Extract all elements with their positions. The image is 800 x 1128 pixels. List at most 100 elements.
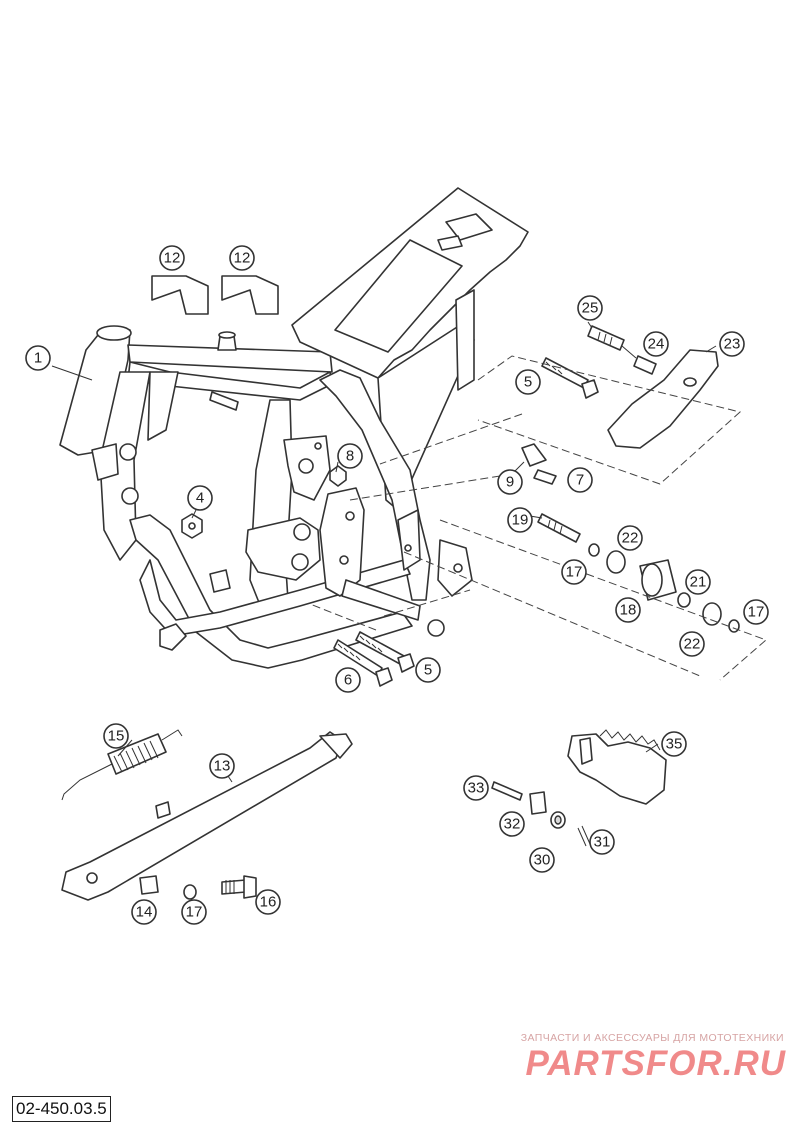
svg-text:8: 8 <box>346 448 354 465</box>
side-stand-tab <box>155 801 171 819</box>
callout-4: 4 <box>187 485 213 511</box>
bolt-25-thread <box>597 331 613 346</box>
side-stand-foot <box>319 733 353 759</box>
callout-17-stand: 17 <box>181 899 207 925</box>
rear-mount-bracket-hole <box>404 544 412 552</box>
callout-6: 6 <box>335 667 361 693</box>
svg-text:22: 22 <box>622 530 639 547</box>
chain-guide-pads <box>151 275 279 315</box>
bolt-5-upper <box>541 357 589 389</box>
svg-text:17: 17 <box>748 604 765 621</box>
bracket-23 <box>607 349 719 449</box>
footrest-35-teeth <box>599 729 661 751</box>
callout-17-right: 17 <box>743 599 769 625</box>
rear-subframe-tab-1 <box>445 213 493 241</box>
lower-mount-hole <box>293 523 311 541</box>
clip-31 <box>577 825 591 847</box>
svg-text:25: 25 <box>582 300 599 317</box>
bushing-14 <box>139 875 159 895</box>
frame-assembly <box>59 187 529 669</box>
callout-22-lower: 22 <box>679 631 705 657</box>
rear-subframe-inner <box>334 239 463 353</box>
clip-9 <box>521 443 547 467</box>
callout-30: 30 <box>529 847 555 873</box>
lower-mount-hole-2 <box>291 553 309 571</box>
swingarm-pivot-hole-2 <box>339 555 349 565</box>
engine-mount-hole-2 <box>314 442 322 450</box>
frame-fasteners <box>181 325 740 687</box>
swingarm-pivot-tube <box>341 579 421 621</box>
svg-text:32: 32 <box>504 816 521 833</box>
svg-text:19: 19 <box>512 512 529 529</box>
bolt-25 <box>587 325 625 351</box>
callout-5-upper: 5 <box>515 369 541 395</box>
footrest-35-bracket <box>579 737 593 765</box>
svg-text:12: 12 <box>234 250 251 267</box>
callout-8: 8 <box>337 443 363 469</box>
side-stand-pivot-hole <box>86 872 98 884</box>
svg-text:1: 1 <box>34 350 42 367</box>
callout-15: 15 <box>103 723 129 749</box>
svg-text:30: 30 <box>534 852 551 869</box>
callout-18: 18 <box>615 597 641 623</box>
svg-text:6: 6 <box>344 672 352 689</box>
spring-32 <box>529 791 547 815</box>
callout-16: 16 <box>255 889 281 915</box>
callout-33: 33 <box>463 775 489 801</box>
svg-text:14: 14 <box>136 904 153 921</box>
front-mount-boss-2 <box>121 487 139 505</box>
svg-text:15: 15 <box>108 728 125 745</box>
washer-17-lower <box>728 619 740 633</box>
steering-head-tube-top <box>96 325 132 341</box>
callout-14: 14 <box>131 899 157 925</box>
callout-12-left: 12 <box>159 245 185 271</box>
callout-24: 24 <box>643 331 669 357</box>
callout-13: 13 <box>209 753 235 779</box>
bushing-18-bore <box>641 563 663 597</box>
washer-30-inner <box>554 815 562 825</box>
rear-frame-strut <box>455 289 475 391</box>
callouts: 1 4 5 5 6 7 8 9 12 12 13 14 15 16 17 17 … <box>25 245 769 925</box>
swingarm-pivot-end <box>427 619 445 637</box>
frame-side-stub <box>209 391 239 411</box>
bolt-16-head <box>243 875 257 899</box>
drawing-number: 02-450.03.5 <box>12 1096 111 1122</box>
pin-33 <box>491 781 523 801</box>
spacer-21 <box>677 592 691 608</box>
svg-text:18: 18 <box>620 602 637 619</box>
bolt-5-lower-head <box>397 653 415 673</box>
svg-text:7: 7 <box>576 472 584 489</box>
frame-top-tube <box>127 344 333 373</box>
spring-15-hook-left <box>61 763 113 801</box>
svg-text:33: 33 <box>468 780 485 797</box>
front-mount-gusset <box>91 443 119 481</box>
svg-text:13: 13 <box>214 758 231 775</box>
svg-text:31: 31 <box>594 834 611 851</box>
swingarm-pivot-plate <box>319 487 365 597</box>
engine-mount-hole-1 <box>298 458 314 474</box>
front-down-tube-right <box>147 371 179 441</box>
side-stand-13 <box>61 731 343 901</box>
side-stand-mount <box>159 623 187 651</box>
screw-7 <box>533 469 557 485</box>
footrest-35 <box>567 733 667 805</box>
svg-text:23: 23 <box>724 336 741 353</box>
callout-1: 1 <box>25 345 51 371</box>
frame-filler-nozzle-cap <box>218 331 236 339</box>
svg-text:9: 9 <box>506 474 514 491</box>
svg-text:12: 12 <box>164 250 181 267</box>
callout-31: 31 <box>589 829 615 855</box>
spring-15-hook-right <box>161 729 183 741</box>
callout-23: 23 <box>719 331 745 357</box>
front-mount-boss-1 <box>119 443 137 461</box>
svg-text:17: 17 <box>186 904 203 921</box>
spacer-24 <box>633 355 657 375</box>
callout-17-mid: 17 <box>561 559 587 585</box>
svg-text:17: 17 <box>566 564 583 581</box>
svg-text:35: 35 <box>666 736 683 753</box>
svg-text:5: 5 <box>524 374 532 391</box>
svg-text:16: 16 <box>260 894 277 911</box>
callout-5-lower: 5 <box>415 657 441 683</box>
bolt-6-thread <box>337 643 361 661</box>
